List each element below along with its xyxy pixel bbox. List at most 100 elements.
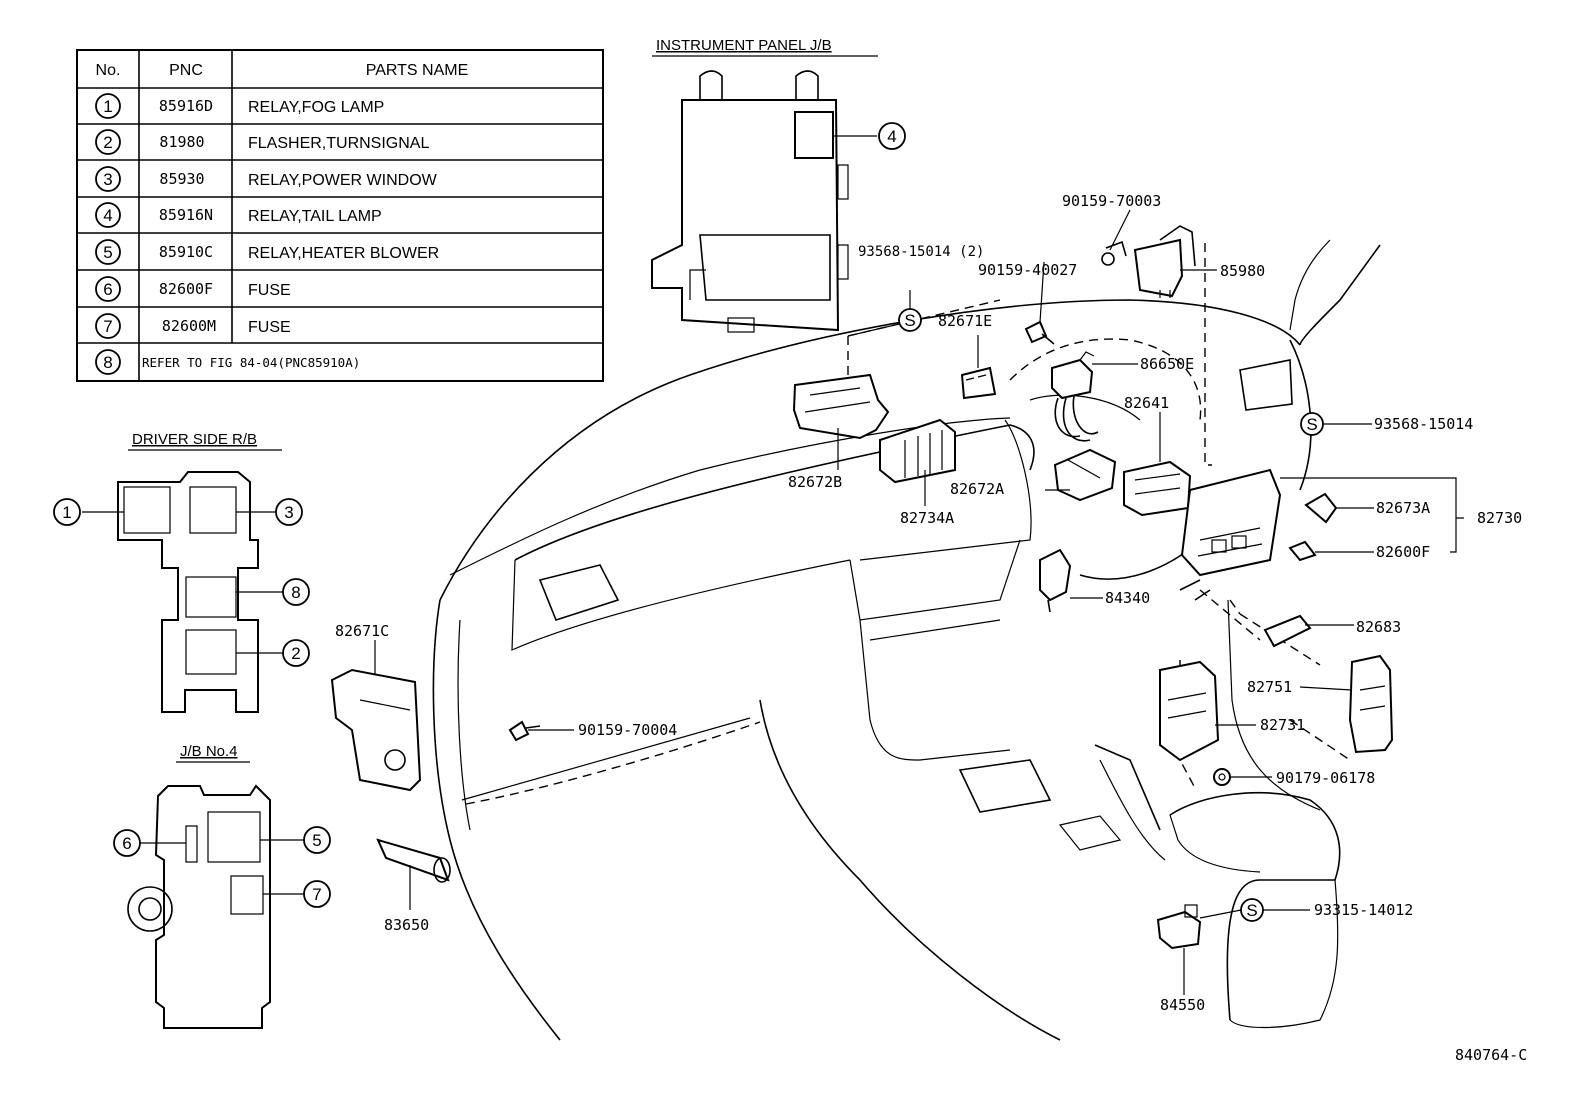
s-symbol-text: S [1306,415,1317,434]
callout-number: 8 [291,583,300,602]
label-90159-70004: 90159-70004 [578,721,677,739]
callout-number: 4 [887,127,896,146]
driver-side-rb: DRIVER SIDE R/B 1 3 8 2 [53,431,310,713]
row-pnc: 85916N [159,206,213,224]
connector-82751-icon [1348,654,1394,754]
row-pnc: 81980 [159,133,204,151]
label-82672a: 82672A [950,480,1004,498]
screw-90159-70004-icon [508,720,541,742]
row-parts-name: RELAY,POWER WINDOW [248,172,438,189]
callout-3: 3 [275,498,303,526]
section-title-instrument-panel: INSTRUMENT PANEL J/B [656,37,832,54]
row-parts-name: RELAY,TAIL LAMP [248,208,382,225]
table-row: 1 85916D RELAY,FOG LAMP [95,93,384,119]
row-parts-name: RELAY,FOG LAMP [248,99,384,116]
table-header-parts-name: PARTS NAME [366,62,469,79]
label-82683: 82683 [1356,618,1401,636]
callout-2: 2 [282,639,310,667]
row-parts-name: FLASHER,TURNSIGNAL [248,135,429,152]
callout-6: 6 [113,829,141,857]
jb-no4: J/B No.4 6 5 7 [113,743,331,1029]
relay-82672a-icon [1053,448,1117,502]
label-82673a: 82673A [1376,499,1430,517]
label-93568-15014: 93568-15014 [1374,415,1473,433]
label-83650: 83650 [384,916,429,934]
instrument-panel-jb: INSTRUMENT PANEL J/B 4 [651,37,906,333]
label-93568-15014-2: 93568-15014 (2) [858,244,984,260]
s-symbol: S [898,308,922,332]
figure-id: 840764-C [1455,1046,1527,1064]
table-row: 4 85916N RELAY,TAIL LAMP [95,202,382,228]
table-row: 2 81980 FLASHER,TURNSIGNAL [95,129,429,155]
label-82600f: 82600F [1376,543,1430,561]
callout-number: 3 [284,503,293,522]
label-82641: 82641 [1124,394,1169,412]
row-parts-name: FUSE [248,319,291,336]
label-82671c: 82671C [335,622,389,640]
harness-86650e-icon [1051,351,1099,442]
row-pnc: 82600F [159,280,213,298]
switch-84550-icon [1156,904,1202,950]
section-title-driver-side: DRIVER SIDE R/B [132,431,257,448]
switch-84340-icon [1039,548,1072,613]
connector-82671e-icon [960,366,997,400]
table-row: 3 85930 RELAY,POWER WINDOW [95,166,438,192]
label-90179-06178: 90179-06178 [1276,769,1375,787]
parts-table: No. PNC PARTS NAME 1 85916D RELAY,FOG LA… [76,49,604,382]
s-symbol: S [1300,412,1324,436]
row-number: 7 [103,317,112,336]
row-number: 8 [103,353,112,372]
s-symbol-text: S [1246,901,1257,920]
relay-85980-icon [1101,225,1196,298]
row-pnc: 82600M [162,317,216,335]
label-90159-40027: 90159-40027 [978,261,1077,279]
row-parts-name: RELAY,HEATER BLOWER [248,245,439,262]
callout-number: 1 [62,503,71,522]
callout-1: 1 [53,498,81,526]
row-pnc: 85930 [159,170,204,188]
lighter-83650-icon [376,838,451,883]
fuse-82600f-icon [1288,540,1317,562]
label-82671e: 82671E [938,312,992,330]
bracket-82672b-icon [792,373,890,440]
clip-82673a-icon [1304,492,1338,524]
table-header-no: No. [96,62,121,79]
cover-82683-icon [1263,614,1312,648]
label-82672b: 82672B [788,473,842,491]
row-number: 5 [103,243,112,262]
row-pnc: 85910C [159,243,213,261]
dashboard-outline [432,239,1381,1041]
row-reference: REFER TO FIG 84-04(PNC85910A) [142,355,360,370]
callout-4: 4 [878,122,906,150]
leader-lines [374,209,1464,995]
row-number: 6 [103,280,112,299]
label-82734a: 82734A [900,509,954,527]
junction-block-82730-icon [1180,468,1282,577]
callout-number: 7 [312,885,321,904]
label-84550: 84550 [1160,996,1205,1014]
callout-7: 7 [303,880,331,908]
callout-number: 6 [122,834,131,853]
label-82731: 82731 [1260,716,1305,734]
row-parts-name: FUSE [248,282,291,299]
table-row: 6 82600F FUSE [95,276,291,302]
callout-number: 5 [312,831,321,850]
callout-8: 8 [282,578,310,606]
row-number: 4 [103,206,112,225]
screw-90159-40027-icon [1024,320,1055,345]
row-number: 1 [103,97,112,116]
section-title-jb4: J/B No.4 [180,743,238,760]
nut-90179-06178-icon [1213,768,1231,786]
table-row: 5 85910C RELAY,HEATER BLOWER [95,239,439,265]
connector-82671c-icon [330,668,422,792]
connector-82641-icon [1123,460,1192,517]
table-header-pnc: PNC [169,62,203,79]
row-pnc: 85916D [159,97,213,115]
callout-number: 2 [291,644,300,663]
label-93315-14012: 93315-14012 [1314,901,1413,919]
label-82730: 82730 [1477,509,1522,527]
relay-block-82731-icon [1159,660,1220,762]
label-84340: 84340 [1105,589,1150,607]
s-symbol-text: S [904,311,915,330]
